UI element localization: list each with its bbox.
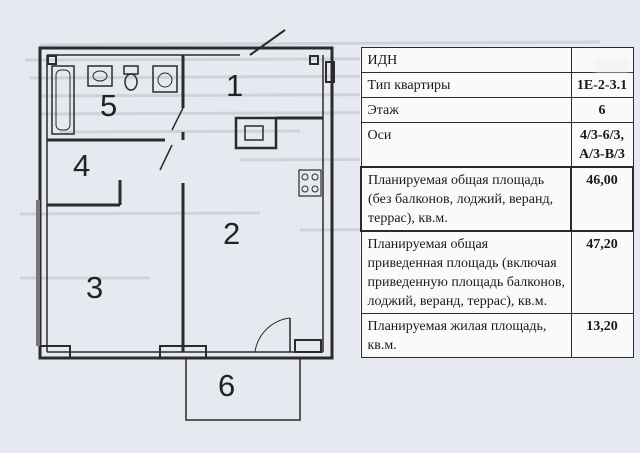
room-number-6: 6 [218,368,236,403]
bath-door-leaf [171,107,184,131]
column-top-left [47,55,57,65]
storage-door [159,144,173,171]
column-top-right [309,55,319,65]
row-label-total-area: Планируемая общая площадь (без балконов,… [360,166,572,232]
washer [152,65,178,93]
row-value-floor: 6 [570,97,634,123]
room-number-1: 1 [226,68,244,103]
row-label-idn: ИДН [360,47,572,73]
kitchen-niche [234,116,278,150]
table-row: Планируемая общая приведенная площадь (в… [360,230,634,314]
room-number-2: 2 [223,216,241,251]
redaction-smudge [594,58,630,72]
row-label-floor: Этаж [360,97,572,123]
entry-door-leaf [249,29,286,56]
bathtub-inner [55,69,71,131]
row-value-total-area: 46,00 [570,166,634,232]
room-number-3: 3 [86,270,104,305]
table-row: Тип квартиры 1Е-2-3.1 [360,72,634,98]
row-label-apartment-type: Тип квартиры [360,72,572,98]
balcony [185,357,301,421]
apartment-spec-table: ИДН Тип квартиры 1Е-2-3.1 Этаж 6 Оси 4/3… [360,47,634,358]
column-bottom-right [294,339,322,353]
kitchen-sink [244,125,264,141]
washbasin-bowl [92,70,108,82]
window-right [325,61,335,83]
row-value-axes: 4/3-6/3, А/3-В/3 [570,122,634,168]
balcony-door-swing [254,317,291,353]
floor-plan [36,29,335,421]
window-bottom-left [39,345,71,359]
row-label-axes: Оси [360,122,572,168]
washbasin [87,65,113,87]
table-row: ИДН [360,47,634,73]
row-value-living-area: 13,20 [570,313,634,358]
window-bottom-mid [159,345,207,359]
row-value-reduced-area: 47,20 [570,230,634,314]
row-label-reduced-area: Планируемая общая приведенная площадь (в… [360,230,572,314]
washer-drum [157,72,173,88]
room-number-4: 4 [73,148,91,183]
table-row: Этаж 6 [360,97,634,123]
row-value-apartment-type: 1Е-2-3.1 [570,72,634,98]
toilet-tank [123,65,139,75]
bathtub [51,65,75,135]
table-row: Планируемая жилая площадь, кв.м. 13,20 [360,313,634,358]
table-row: Планируемая общая площадь (без балконов,… [360,166,634,232]
toilet-bowl [124,73,138,91]
outer-wall [38,46,334,360]
table-row: Оси 4/3-6/3, А/3-В/3 [360,122,634,168]
stove [298,169,322,197]
room-number-5: 5 [100,88,118,123]
row-label-living-area: Планируемая жилая площадь, кв.м. [360,313,572,358]
